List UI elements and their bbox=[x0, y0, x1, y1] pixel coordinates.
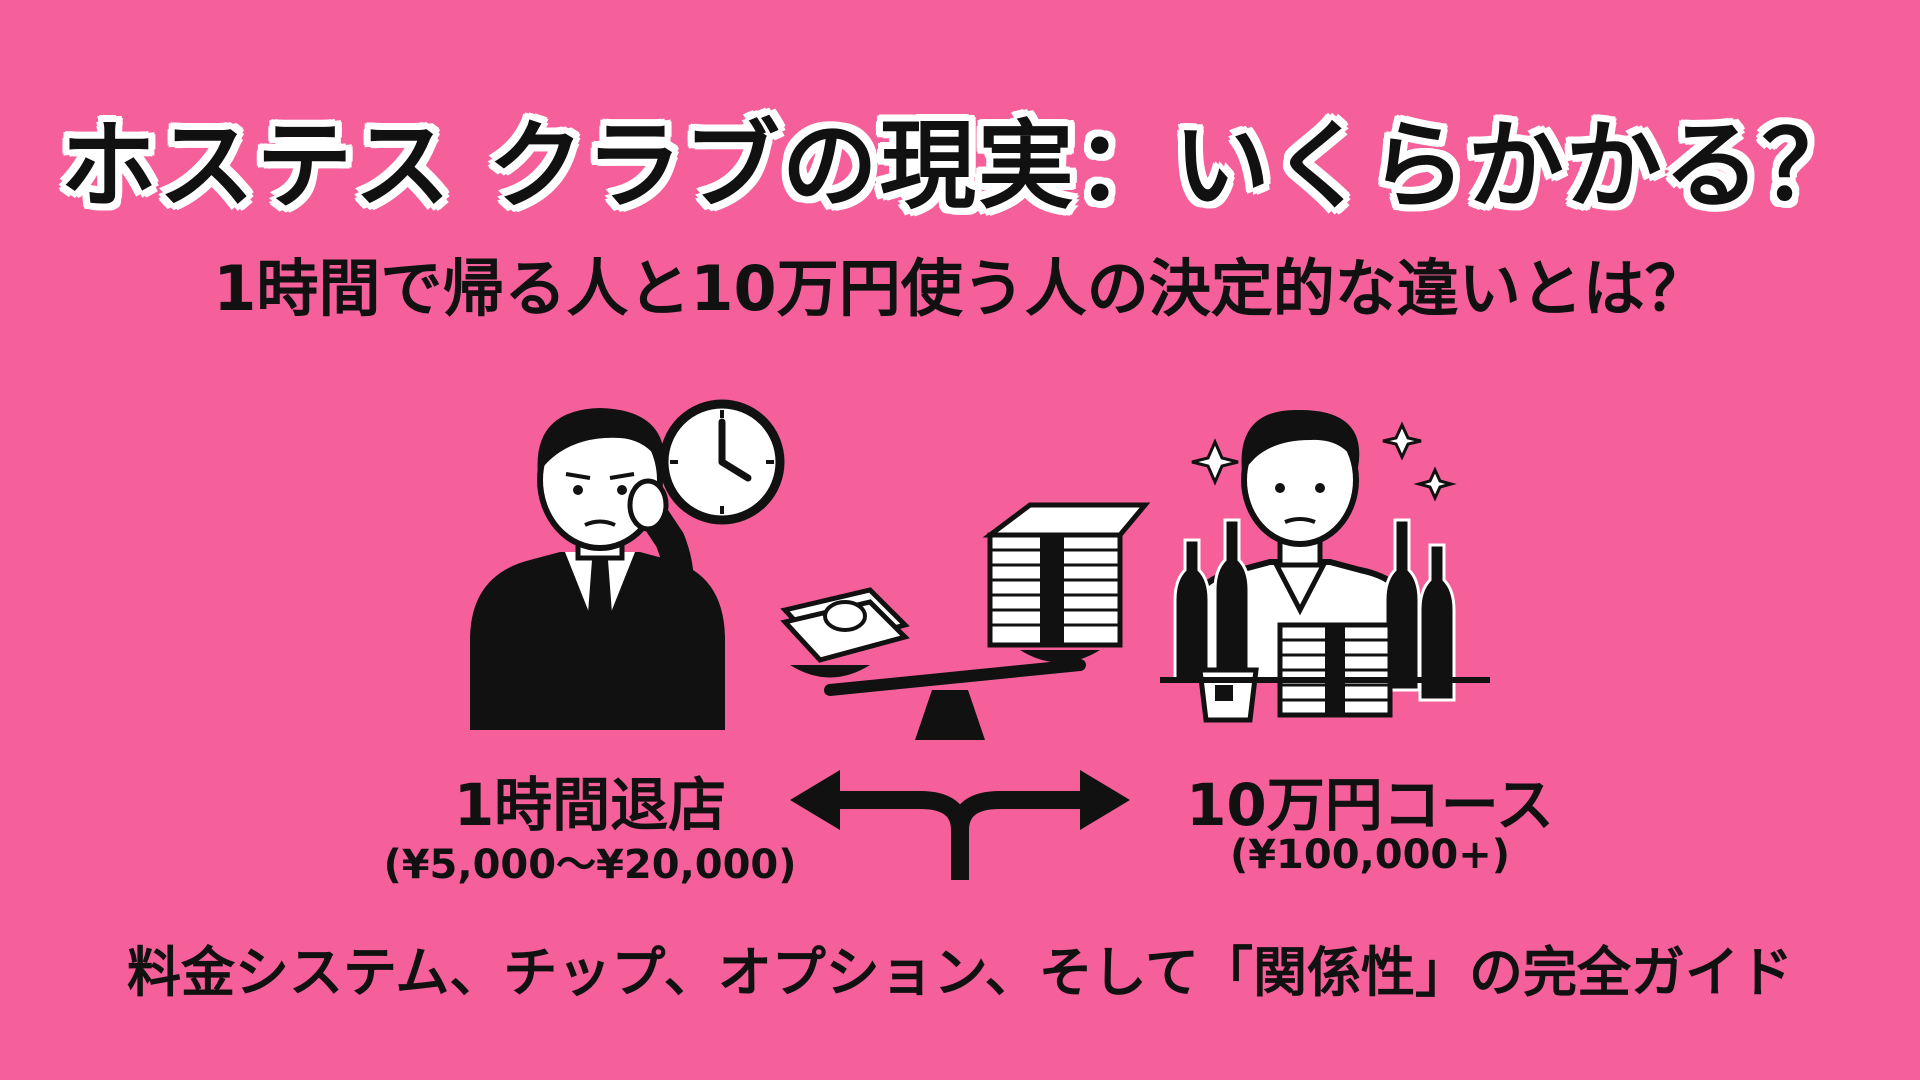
money-stack-icon bbox=[1277, 622, 1393, 718]
money-stack-icon bbox=[780, 587, 910, 663]
clock-icon bbox=[659, 399, 785, 525]
right-option-label: 10万円コース bbox=[1186, 771, 1554, 839]
page-subtitle: 1時間で帰る人と10万円使う人の決定的な違いとは？ bbox=[213, 252, 1707, 325]
balance-scale-icon bbox=[790, 650, 1100, 740]
liquor-bottle-icon bbox=[1173, 518, 1456, 702]
split-arrow-icon bbox=[790, 770, 1130, 880]
page-title: ホステス クラブの現実：いくらかかる？ bbox=[60, 110, 1860, 222]
businessman-phone-icon bbox=[470, 408, 725, 730]
left-option-price: (¥5,000〜¥20,000) bbox=[383, 842, 797, 888]
right-option-price: (¥100,000+) bbox=[1229, 832, 1511, 878]
sparkle-icon bbox=[1191, 421, 1457, 502]
footer-caption: 料金システム、チップ、オプション、そして「関係性」の完全ガイド bbox=[127, 941, 1793, 1004]
money-stack-icon bbox=[982, 502, 1151, 648]
left-option-label: 1時間退店 bbox=[453, 771, 727, 839]
